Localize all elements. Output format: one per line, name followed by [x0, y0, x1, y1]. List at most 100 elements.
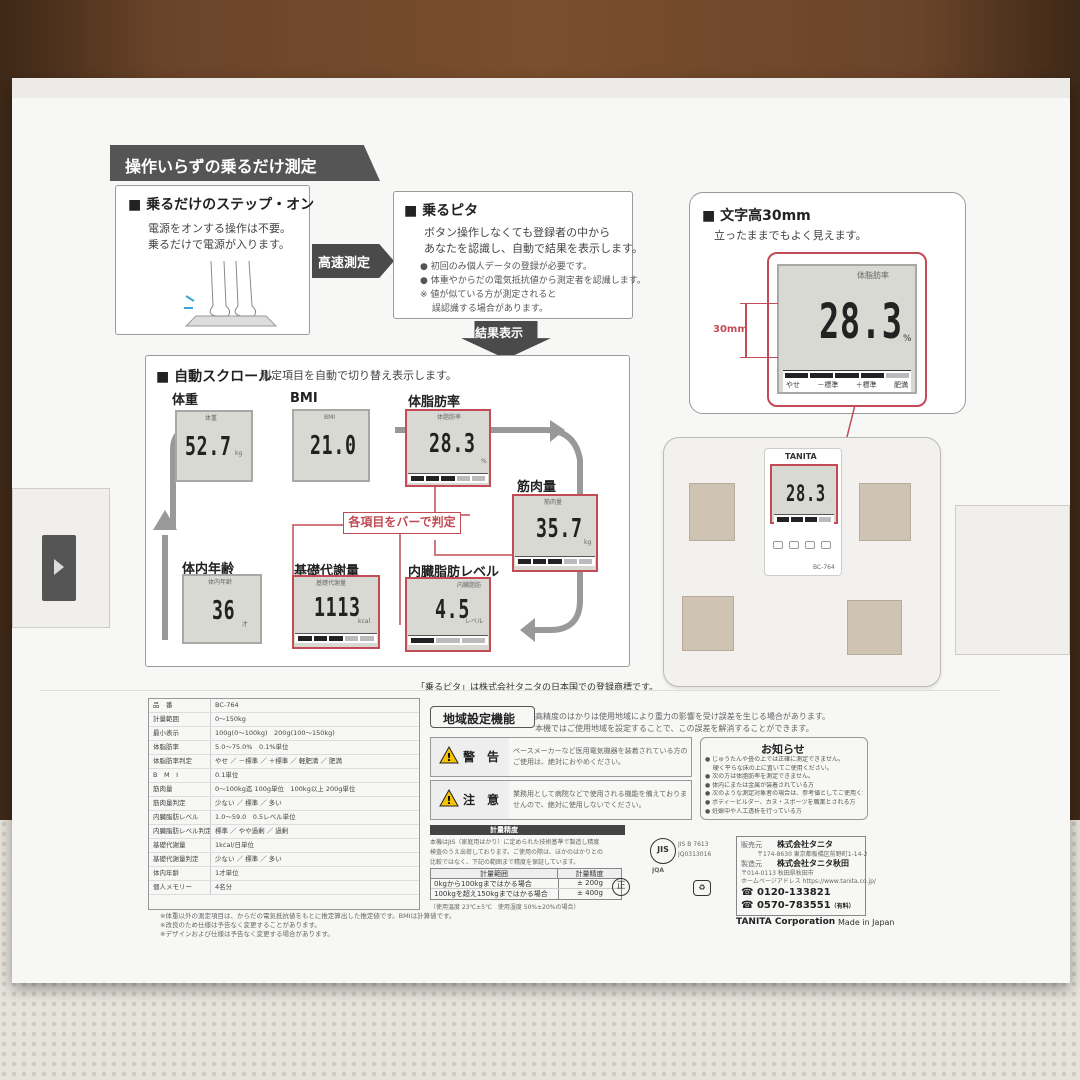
judge-label-thin: やせ — [786, 381, 800, 389]
large-display-frame: 体脂肪率 28.3 % やせ －標準 ＋標準 肥満 — [767, 252, 927, 407]
bmi-label: BMI — [290, 391, 318, 406]
spec-key: 計量範囲 — [149, 713, 211, 726]
accuracy-header-precision: 計量精度 — [557, 869, 621, 878]
scale-button-3[interactable] — [805, 541, 815, 549]
age-lcd-value: 36 — [212, 596, 236, 626]
maker-address: 〒014-0113 秋田県秋田市 — [741, 870, 814, 877]
large-lcd-label: 体脂肪率 — [857, 271, 889, 280]
warning-title: 警 告 — [463, 750, 500, 764]
muscle-lcd-label: 筋肉量 — [544, 499, 563, 506]
visceral-lcd-unit: レベル — [465, 618, 484, 625]
scale-button-4[interactable] — [821, 541, 831, 549]
bmi-lcd-value: 21.0 — [310, 431, 357, 461]
spec-key: 内臓脂肪レベル判定 — [149, 825, 211, 838]
scale-control-panel: TANITA 28.3 BC-764 — [764, 448, 842, 576]
accuracy-title: 計量精度 — [490, 826, 518, 834]
scale-brand: TANITA — [785, 452, 817, 461]
scale-pad-bottom-left — [682, 596, 734, 651]
spec-key: 体脂肪率 — [149, 741, 211, 754]
age-label: 体内年齢 — [182, 562, 235, 577]
fast-measure-arrow: 高速測定 — [312, 244, 394, 278]
scale-lcd: 28.3 — [770, 464, 838, 524]
left-handle-hole — [42, 535, 76, 601]
spec-row: 基礎代謝量判定少ない ／ 標準 ／ 多い — [149, 853, 419, 867]
spec-key: 個人メモリー — [149, 881, 211, 894]
notice-line: ● 次のような測定対象者の場合は、参考値としてご使用ください。 — [705, 790, 863, 798]
visceral-lcd: 内臓脂肪 4.5 レベル — [405, 577, 491, 652]
scale-pad-bottom-right — [847, 600, 902, 655]
norupita-note-3: ※ 値が似ている方が測定されると — [420, 290, 557, 300]
homepage: ホームページアドレス https://www.tanita.co.jp/ — [741, 878, 876, 885]
caution-text: 業務用として病院などで使用される機能を備えておりませんので、絶対に使用しないでく… — [513, 790, 688, 809]
step-on-title: 乗るだけのステップ・オン — [128, 194, 314, 214]
notice-title: お知らせ — [761, 743, 805, 756]
dimension-top-tick — [740, 303, 778, 304]
spec-key: 体内年齢 — [149, 867, 211, 880]
jis-mark-icon: JIS — [650, 838, 676, 864]
result-label: 結果表示 — [475, 326, 524, 340]
bottom-divider — [40, 690, 1000, 691]
spec-row: 個人メモリー 4名分 — [149, 881, 419, 895]
dimension-label: 30mm — [713, 324, 748, 335]
notice-line: ● じゅうたんや畳の上では正確に測定できません。 — [705, 756, 844, 763]
bmr-lcd: 基礎代謝量 1113 kcal — [292, 575, 380, 649]
seller-label: 販売元 — [741, 841, 762, 849]
scale-button-1[interactable] — [773, 541, 783, 549]
navi-number: ☎ 0570-783551（有料） — [741, 900, 855, 911]
trademark-note: 「乗るピタ」は株式会社タニタの日本国での登録商標です。 — [416, 683, 659, 693]
notice-line: ● 体内にまたは金属が装着されている方 — [705, 781, 814, 789]
accuracy-row-1-precision: ± 200g — [558, 879, 621, 888]
accuracy-intro-2: 検査のうえ出荷しております。ご使用の際は、ほかのはかりとの — [430, 849, 603, 856]
scale-pad-top-left — [689, 483, 735, 541]
spec-key: 品 番 — [149, 699, 211, 712]
norupita-line-2: あなたを認識し、自動で結果を表示します。 — [424, 242, 643, 255]
spec-row: 体脂肪率判定やせ ／ －標準 ／ ＋標準 ／ 軽肥満 ／ 肥満 — [149, 755, 419, 769]
spec-key: 最小表示 — [149, 727, 211, 740]
spec-note-3: ※デザインおよび仕様は予告なく変更する場合があります。 — [160, 930, 334, 938]
spec-value: 少ない ／ 標準 ／ 多い — [215, 855, 282, 863]
spec-key: B M I — [149, 769, 211, 782]
norupita-line-1: ボタン操作しなくても登録者の中から — [424, 226, 611, 239]
freedial-text: 0120-133821 — [756, 887, 831, 898]
bmi-lcd-label: BMI — [324, 414, 336, 421]
maker-label: 製造元 — [741, 860, 762, 868]
scale-pad-top-right — [859, 483, 911, 541]
weight-lcd-label: 体重 — [205, 415, 218, 422]
triangle-icon — [54, 559, 64, 575]
jqa-label: JQA — [652, 867, 664, 874]
large-lcd-value: 28.3 — [819, 294, 903, 350]
font-size-title: 文字高30mm — [702, 205, 811, 225]
footer-made: Made in Japan — [838, 918, 895, 927]
spec-value: 4名分 — [215, 883, 233, 891]
box-top-edge — [12, 78, 1070, 98]
result-arrow: 結果表示 — [461, 321, 551, 359]
weight-lcd-value: 52.7 — [185, 432, 232, 462]
jis-code: JIS B 7613 — [678, 841, 709, 848]
step-on-line-1: 電源をオンする操作は不要。 — [148, 222, 291, 235]
recycle-mark-icon: ♻ — [693, 880, 711, 896]
spec-value: 標準 ／ やや過剰 ／ 過剰 — [215, 827, 289, 835]
spec-value: 100g(0～100kg) 200g(100～150kg) — [215, 729, 335, 737]
fat-lcd: 体脂肪率 28.3 % — [405, 409, 491, 487]
caution-title: 注 意 — [463, 793, 500, 807]
visceral-label: 内臓脂肪レベル — [408, 565, 500, 580]
step-on-panel: 乗るだけのステップ・オン 電源をオンする操作は不要。 乗るだけで電源が入ります。 — [115, 185, 314, 335]
notice-line: 硬く平らな床の上に置いてご使用ください。 — [705, 764, 833, 772]
spec-value: やせ ／ －標準 ／ ＋標準 ／ 軽肥満 ／ 肥満 — [215, 757, 343, 765]
age-lcd-unit: 才 — [242, 621, 249, 628]
freedial-number: ☎ 0120-133821 — [741, 887, 831, 898]
spec-value: 少ない ／ 標準 ／ 多い — [215, 799, 282, 807]
spec-value: 1才単位 — [215, 869, 239, 877]
weight-lcd-unit: kg — [235, 450, 243, 457]
muscle-lcd-value: 35.7 — [536, 514, 583, 544]
navi-text: 0570-783551 — [756, 900, 831, 911]
scale-button-2[interactable] — [789, 541, 799, 549]
dimension-line — [745, 303, 747, 357]
region-title-box: 地域設定機能 — [430, 706, 535, 728]
accuracy-header-range: 計量範囲 — [480, 870, 508, 878]
caution-box: ! 注 意 業務用として病院などで使用される機能を備えておりませんので、絶対に使… — [430, 780, 692, 820]
feet-on-scale-illustration — [184, 260, 278, 327]
spec-value: 1.0～59.0 0.5レベル単位 — [215, 813, 296, 821]
fat-label: 体脂肪率 — [408, 395, 461, 410]
